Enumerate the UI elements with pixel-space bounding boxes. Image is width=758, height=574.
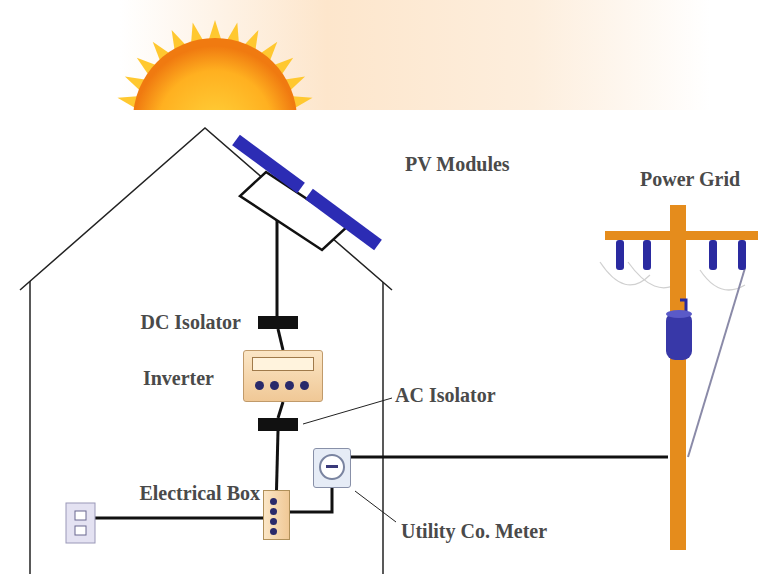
house-wall bbox=[382, 282, 384, 574]
component-label: Power Grid bbox=[640, 168, 740, 190]
ac-isolator: AC Isolator bbox=[258, 418, 298, 431]
electrical-box: Electrical Box bbox=[263, 490, 290, 540]
breaker bbox=[270, 508, 277, 515]
breaker bbox=[270, 518, 277, 525]
power-grid: Power Grid bbox=[668, 205, 688, 550]
breaker bbox=[270, 528, 277, 535]
breaker bbox=[270, 498, 277, 505]
inverter-display bbox=[252, 357, 314, 371]
inverter-button bbox=[270, 381, 279, 390]
meter-pointer bbox=[326, 465, 338, 468]
dc-isolator: DC Isolator bbox=[258, 316, 298, 329]
pv-modules: PV Modules bbox=[228, 132, 383, 220]
utility-pole bbox=[600, 205, 758, 550]
outlet-socket bbox=[75, 511, 86, 520]
sun bbox=[115, 20, 315, 110]
outlet-wire bbox=[95, 517, 263, 520]
component-label: AC Isolator bbox=[395, 384, 496, 406]
wire-connector bbox=[277, 431, 279, 490]
component-label: DC Isolator bbox=[140, 311, 241, 333]
house-wall bbox=[29, 281, 31, 574]
pv-panel bbox=[236, 140, 301, 188]
pv-panel bbox=[309, 194, 378, 245]
component-label: PV Modules bbox=[405, 153, 510, 175]
wire-connector bbox=[290, 488, 332, 512]
wire-connector bbox=[351, 456, 668, 459]
outlet-socket bbox=[75, 526, 86, 535]
component-label: Electrical Box bbox=[139, 482, 260, 504]
wall-outlet bbox=[66, 503, 95, 543]
inverter-button bbox=[300, 381, 309, 390]
inverter-button bbox=[285, 381, 294, 390]
wire-connector bbox=[276, 220, 279, 316]
utility-meter: Utility Co. Meter bbox=[313, 448, 351, 488]
leader-line bbox=[355, 491, 396, 522]
inverter: Inverter bbox=[243, 350, 323, 402]
house-roof bbox=[20, 128, 392, 290]
component-label: Utility Co. Meter bbox=[401, 520, 547, 542]
wire-connector bbox=[278, 329, 283, 350]
component-label: Inverter bbox=[143, 367, 214, 389]
wire-connector bbox=[278, 402, 283, 418]
inverter-button bbox=[255, 381, 264, 390]
